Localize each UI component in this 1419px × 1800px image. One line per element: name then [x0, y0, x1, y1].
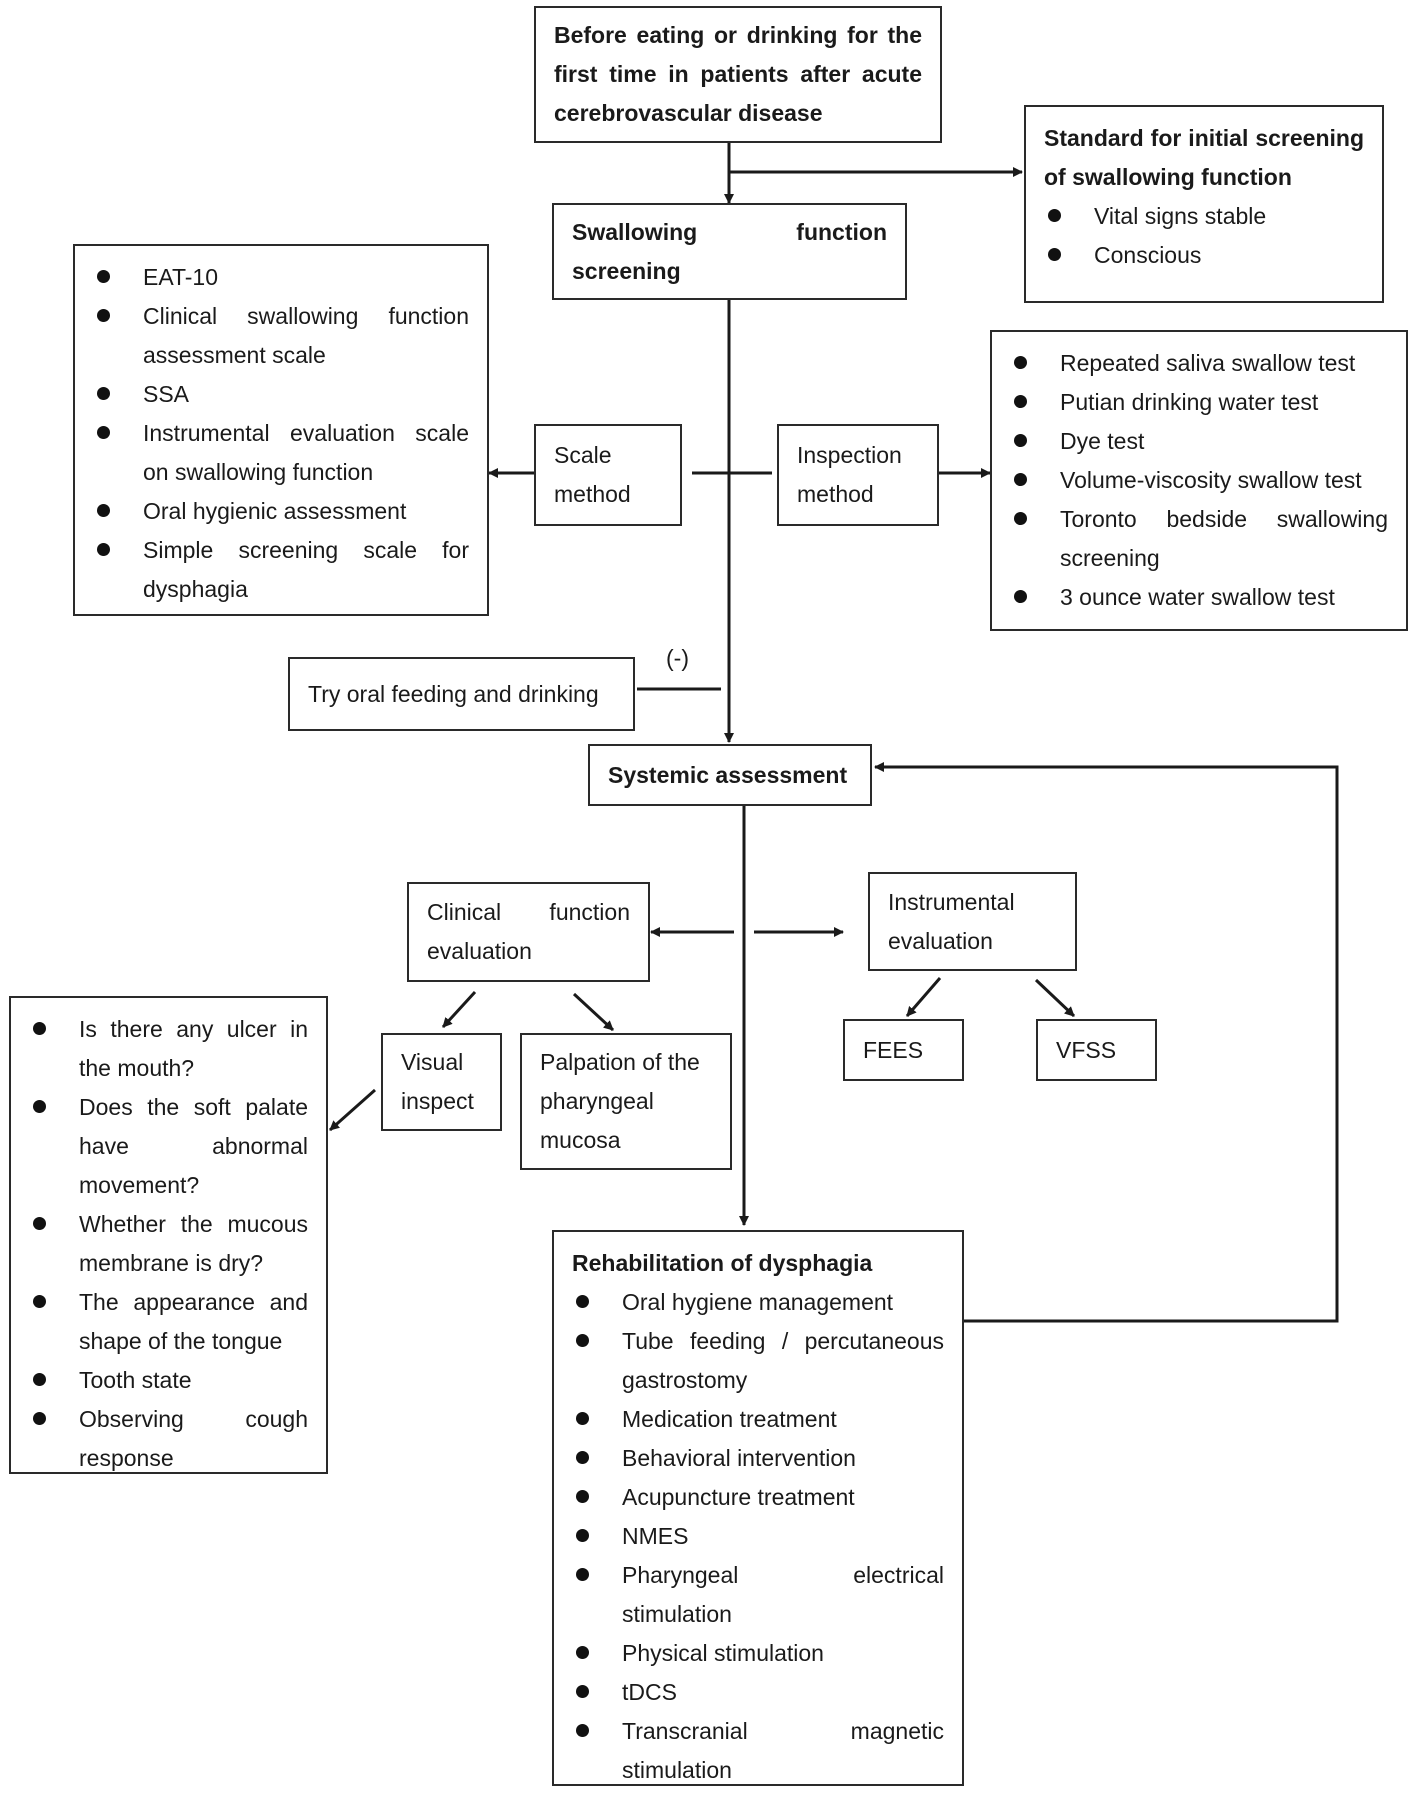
palpation-label: Palpation of the pharyngeal mucosa: [540, 1049, 700, 1153]
start-title: Before eating or drinking for the first …: [554, 22, 922, 126]
standard-box: Standard for initial screening of swallo…: [1024, 105, 1384, 303]
list-item: Is there any ulcer in the mouth?: [29, 1010, 308, 1088]
list-item: 3 ounce water swallow test: [1010, 578, 1388, 617]
list-item: Acupuncture treatment: [572, 1478, 944, 1517]
list-item: Pharyngeal electrical stimulation: [572, 1556, 944, 1634]
arrow-feedback-loop: [874, 762, 1339, 1323]
list-item: Whether the mucous membrane is dry?: [29, 1205, 308, 1283]
list-item: Tooth state: [29, 1361, 308, 1400]
clinical-eval-box: Clinical function evaluation: [407, 882, 650, 982]
arrow-instrumental-to-vfss: [1034, 978, 1076, 1018]
list-item: Oral hygienic assessment: [93, 492, 469, 531]
arrow-instrumental-to-fees: [905, 977, 942, 1017]
negative-result-label: (-): [666, 645, 689, 671]
visual-inspect-label: Visual inspect: [401, 1049, 474, 1114]
rehab-list: Oral hygiene management Tube feeding / p…: [572, 1283, 944, 1790]
start-box: Before eating or drinking for the first …: [534, 6, 942, 143]
systemic-box: Systemic assessment: [588, 744, 872, 806]
inspection-method-label: Inspection method: [797, 442, 902, 507]
screening-title: Swallowing function screening: [572, 218, 887, 284]
try-oral-label: Try oral feeding and drinking: [308, 680, 599, 707]
list-item: SSA: [93, 375, 469, 414]
screening-box: Swallowing function screening: [552, 203, 907, 300]
instrumental-eval-label: Instrumental evaluation: [888, 888, 1015, 954]
arrow-clinical-to-visual: [441, 990, 477, 1029]
list-item: EAT-10: [93, 258, 469, 297]
list-item: Tube feeding / percutaneous gastrostomy: [572, 1322, 944, 1400]
standard-title: Standard for initial screening of swallo…: [1044, 125, 1364, 190]
standard-list: Vital signs stable Conscious: [1044, 197, 1364, 275]
list-item: NMES: [572, 1517, 944, 1556]
vfss-label: VFSS: [1056, 1036, 1117, 1063]
list-item: Putian drinking water test: [1010, 383, 1388, 422]
list-item: Toronto bedside swallowing screening: [1010, 500, 1388, 578]
vfss-box: VFSS: [1036, 1019, 1157, 1081]
list-item: Transcranial magnetic stimulation: [572, 1712, 944, 1790]
try-oral-box: Try oral feeding and drinking: [288, 657, 635, 731]
arrow-clinical-to-palpation: [572, 992, 615, 1032]
scale-method-box: Scale method: [534, 424, 682, 526]
scale-items-list: EAT-10 Clinical swallowing function asse…: [93, 258, 469, 609]
inspection-method-box: Inspection method: [777, 424, 939, 526]
scale-method-label: Scale method: [554, 442, 631, 507]
list-item: Conscious: [1044, 236, 1364, 275]
instrumental-eval-box: Instrumental evaluation: [868, 872, 1077, 971]
rehab-box: Rehabilitation of dysphagia Oral hygiene…: [552, 1230, 964, 1786]
list-item: The appearance and shape of the tongue: [29, 1283, 308, 1361]
list-item: Instrumental evaluation scale on swallow…: [93, 414, 469, 492]
inspection-items-list: Repeated saliva swallow test Putian drin…: [1010, 344, 1388, 617]
arrow-visual-to-list: [329, 1088, 376, 1132]
visual-questions-box: Is there any ulcer in the mouth? Does th…: [9, 996, 328, 1474]
list-item: Volume-viscosity swallow test: [1010, 461, 1388, 500]
palpation-box: Palpation of the pharyngeal mucosa: [520, 1033, 732, 1170]
list-item: Does the soft palate have abnormal movem…: [29, 1088, 308, 1205]
fees-label: FEES: [863, 1036, 924, 1063]
list-item: tDCS: [572, 1673, 944, 1712]
list-item: Observing cough response: [29, 1400, 308, 1478]
list-item: Physical stimulation: [572, 1634, 944, 1673]
visual-inspect-box: Visual inspect: [381, 1033, 502, 1131]
systemic-title: Systemic assessment: [608, 761, 848, 788]
list-item: Medication treatment: [572, 1400, 944, 1439]
visual-questions-list: Is there any ulcer in the mouth? Does th…: [29, 1010, 308, 1478]
rehab-title: Rehabilitation of dysphagia: [572, 1250, 873, 1276]
fees-box: FEES: [843, 1019, 964, 1081]
list-item: Simple screening scale for dysphagia: [93, 531, 469, 609]
clinical-eval-label: Clinical function evaluation: [427, 899, 630, 964]
scale-items-box: EAT-10 Clinical swallowing function asse…: [73, 244, 489, 616]
list-item: Behavioral intervention: [572, 1439, 944, 1478]
list-item: Oral hygiene management: [572, 1283, 944, 1322]
inspection-items-box: Repeated saliva swallow test Putian drin…: [990, 330, 1408, 631]
list-item: Dye test: [1010, 422, 1388, 461]
list-item: Clinical swallowing function assessment …: [93, 297, 469, 375]
list-item: Repeated saliva swallow test: [1010, 344, 1388, 383]
list-item: Vital signs stable: [1044, 197, 1364, 236]
